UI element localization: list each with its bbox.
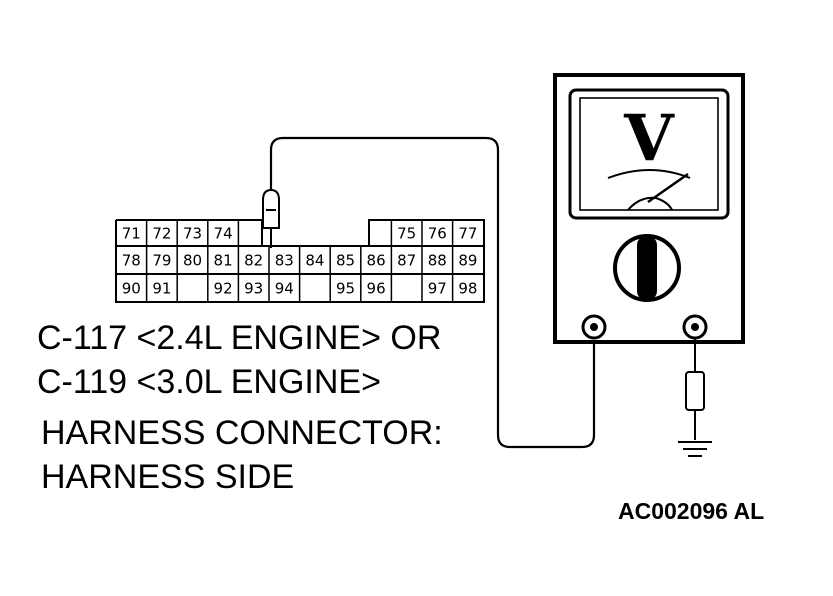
pin-label-90: 90 xyxy=(122,280,141,298)
pin-label-75: 75 xyxy=(397,225,416,243)
negative-terminal xyxy=(682,314,708,340)
pin-label-88: 88 xyxy=(428,252,447,270)
voltmeter xyxy=(553,73,745,344)
pin-label-92: 92 xyxy=(214,280,233,298)
caption-line-1: C-117 <2.4L ENGINE> OR xyxy=(37,319,442,357)
ground-icon xyxy=(678,441,712,457)
pin-label-71: 71 xyxy=(122,225,141,243)
caption-line-2: C-119 <3.0L ENGINE> xyxy=(37,363,381,401)
pin-label-74: 74 xyxy=(214,225,233,243)
pin-label-96: 96 xyxy=(367,280,386,298)
meter-scale-arc xyxy=(607,169,691,179)
pin-label-78: 78 xyxy=(122,252,141,270)
pin-label-72: 72 xyxy=(152,225,171,243)
pin-label-97: 97 xyxy=(428,280,447,298)
pin-label-95: 95 xyxy=(336,280,355,298)
pin-label-80: 80 xyxy=(183,252,202,270)
connector-pin-grid: 71 72 73 74 75 76 77 78 79 80 81 82 83 84 85 86 87 88 89 90… xyxy=(122,220,477,302)
pin-label-85: 85 xyxy=(336,252,355,270)
pin-label-93: 93 xyxy=(244,280,263,298)
pin-label-81: 81 xyxy=(214,252,233,270)
pin-label-79: 79 xyxy=(152,252,171,270)
meter-dial-letter: V xyxy=(623,101,675,176)
pin-label-87: 87 xyxy=(397,252,416,270)
pin-label-82: 82 xyxy=(244,252,263,270)
positive-terminal xyxy=(581,314,607,340)
test-lead-wire xyxy=(269,136,596,449)
pin-label-83: 83 xyxy=(275,252,294,270)
pin-label-84: 84 xyxy=(305,252,324,270)
pin-label-89: 89 xyxy=(458,252,477,270)
pin-label-91: 91 xyxy=(152,280,171,298)
pin-label-94: 94 xyxy=(275,280,294,298)
figure-reference-code: AC002096 AL xyxy=(618,498,765,524)
pin-label-76: 76 xyxy=(428,225,447,243)
pin-label-73: 73 xyxy=(183,225,202,243)
positive-probe xyxy=(262,188,280,248)
pin-label-86: 86 xyxy=(367,252,386,270)
ground-probe xyxy=(685,338,705,440)
selector-knob xyxy=(613,234,681,302)
meter-needle xyxy=(647,172,689,204)
pin-label-98: 98 xyxy=(458,280,477,298)
pin-label-77: 77 xyxy=(458,225,477,243)
caption-line-3: HARNESS CONNECTOR: xyxy=(41,414,443,452)
caption-line-4: HARNESS SIDE xyxy=(41,458,295,496)
